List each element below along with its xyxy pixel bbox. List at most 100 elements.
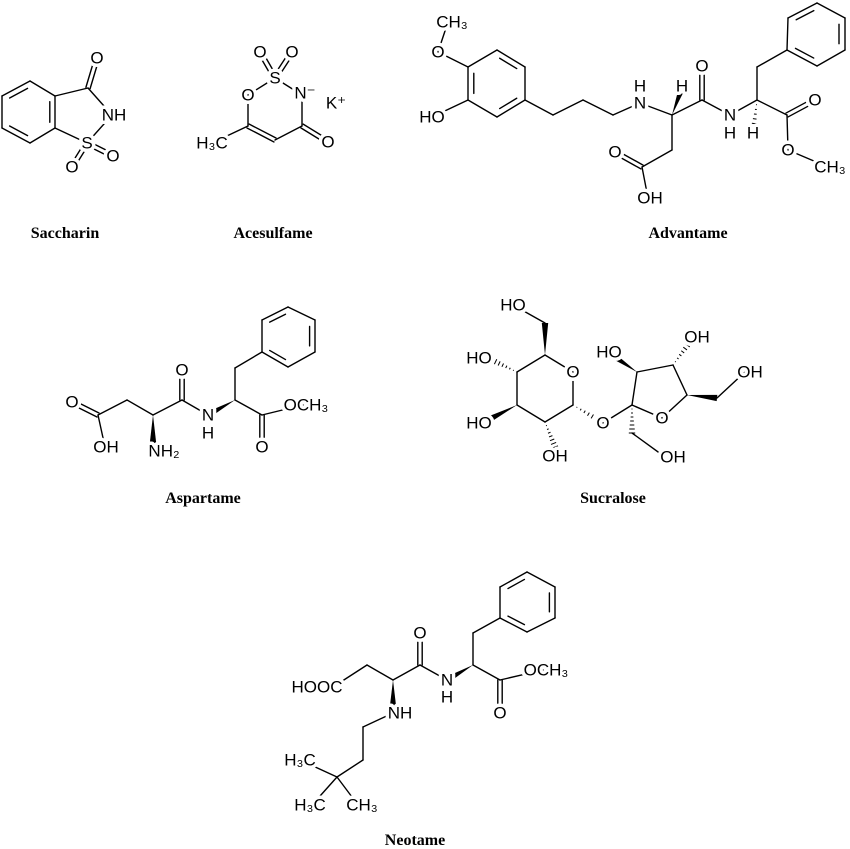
single-bond xyxy=(786,17,789,51)
single-bond xyxy=(602,404,633,424)
double-bond xyxy=(300,127,328,145)
single-bond xyxy=(86,114,113,144)
atom-label: HO xyxy=(466,349,492,368)
single-bond xyxy=(641,149,673,168)
hash-bond xyxy=(497,361,501,366)
aspartame-name: Aspartame xyxy=(165,490,241,507)
atom-label: O xyxy=(493,704,506,723)
double-bond xyxy=(276,52,295,80)
single-bond xyxy=(544,404,574,423)
double-bond xyxy=(246,127,275,143)
wedge-bond xyxy=(541,323,549,355)
atom-label: O xyxy=(431,43,444,62)
single-bond xyxy=(336,759,364,778)
single-bond xyxy=(631,371,638,406)
wedge-bond xyxy=(389,680,397,707)
hash-bond xyxy=(674,361,677,363)
atom-label: N⁻ xyxy=(294,84,315,103)
wedge-bond xyxy=(687,394,718,402)
single-bond xyxy=(496,49,526,68)
single-bond xyxy=(612,102,641,116)
hash-bond xyxy=(749,132,757,134)
atom-label: OH xyxy=(637,189,663,208)
single-bond xyxy=(552,99,584,116)
single-bond xyxy=(507,615,526,626)
atom-label: O xyxy=(596,414,609,433)
atom-label: N xyxy=(724,106,736,125)
molecule-names: Saccharin Acesulfame Advantame Aspartame… xyxy=(31,225,728,849)
single-bond xyxy=(152,399,183,416)
single-bond xyxy=(87,87,113,116)
double-bond xyxy=(302,123,330,141)
single-bond xyxy=(507,578,526,590)
atom-label: O xyxy=(253,43,266,62)
atom-label: O xyxy=(413,624,426,643)
single-bond xyxy=(498,97,518,110)
single-bond xyxy=(526,617,556,633)
single-bond xyxy=(247,77,276,96)
atom-label: O xyxy=(566,363,579,382)
atom-label: H₃C xyxy=(284,751,315,770)
atom-label: O xyxy=(808,91,821,110)
atom-label: H xyxy=(441,688,453,707)
atom-label: OH xyxy=(542,447,568,466)
double-bond xyxy=(89,57,100,90)
single-bond xyxy=(211,125,249,144)
atom-label: O xyxy=(321,133,334,152)
atom-label: OH xyxy=(660,448,686,467)
atom-label: O xyxy=(241,86,254,105)
single-bond xyxy=(786,49,818,67)
single-bond xyxy=(794,47,815,59)
single-bond xyxy=(261,351,289,368)
atom-label: O xyxy=(65,158,78,177)
single-bond xyxy=(1,80,31,97)
single-bond xyxy=(787,2,818,19)
single-bond xyxy=(8,125,29,137)
hash-bond xyxy=(505,365,508,369)
atom-label: OCH₃ xyxy=(524,661,569,680)
hash-bond xyxy=(493,359,498,365)
single-bond xyxy=(437,51,469,68)
hash-bond xyxy=(550,441,557,445)
neotame-name: Neotame xyxy=(385,832,445,849)
single-bond xyxy=(786,114,789,151)
hash-bond xyxy=(549,438,555,442)
single-bond xyxy=(716,371,746,399)
hash-bond xyxy=(678,353,682,357)
wedge-bond xyxy=(672,86,686,115)
single-bond xyxy=(467,99,498,118)
single-bond xyxy=(467,49,498,68)
hash-bond xyxy=(509,367,511,370)
single-bond xyxy=(419,664,448,681)
single-bond xyxy=(437,21,449,53)
single-bond xyxy=(498,57,518,70)
hash-bond xyxy=(547,431,551,434)
atom-label: O xyxy=(175,361,188,380)
atom-label: OH xyxy=(684,328,710,347)
single-bond xyxy=(496,99,526,118)
single-bond xyxy=(631,432,666,458)
single-bond xyxy=(672,364,688,396)
single-bond xyxy=(787,149,829,168)
hash-bond xyxy=(676,357,679,360)
atom-label: N xyxy=(634,94,646,113)
atom-label: CH₃ xyxy=(436,13,467,32)
single-bond xyxy=(287,351,316,368)
double-bond xyxy=(272,50,291,78)
hash-bond xyxy=(590,414,594,419)
atom-label: H xyxy=(676,77,688,96)
atom-label: H xyxy=(747,124,759,143)
atom-label: S xyxy=(81,134,92,153)
hash-bond xyxy=(546,428,549,430)
single-bond xyxy=(261,306,289,321)
atom-label: HO xyxy=(596,343,622,362)
atom-label: O xyxy=(255,438,268,457)
single-bond xyxy=(661,394,688,419)
single-bond xyxy=(729,99,758,116)
double-bond xyxy=(257,52,274,80)
single-bond xyxy=(582,99,614,116)
single-bond xyxy=(544,354,574,373)
double-bond xyxy=(73,143,90,169)
atom-label: H₃C xyxy=(294,796,325,815)
single-bond xyxy=(234,351,263,369)
